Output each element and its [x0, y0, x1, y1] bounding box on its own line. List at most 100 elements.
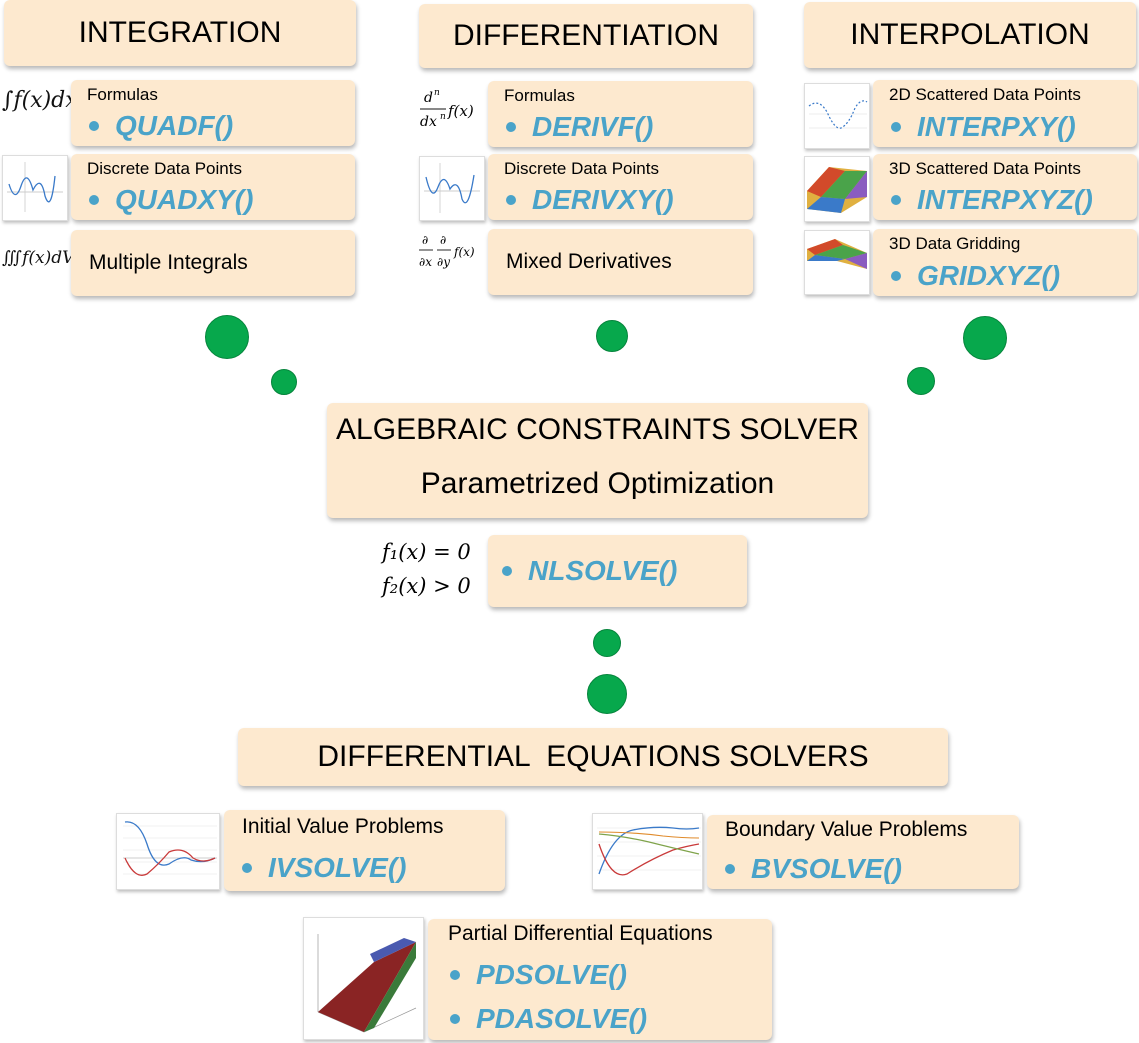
bullet-icon [891, 122, 901, 132]
svg-text:f(x): f(x) [453, 245, 475, 259]
ivsolve-function[interactable]: IVSOLVE() [242, 852, 406, 884]
differentiation-discrete-box[interactable]: Discrete Data Points DERIVXY() [488, 154, 753, 220]
ivp-chart-thumbnail [116, 813, 220, 890]
interpolation-scatter3d-label: 3D Scattered Data Points [889, 159, 1081, 178]
bvsolve-function[interactable]: BVSOLVE() [725, 853, 902, 885]
gridxyz-label: GRIDXYZ() [917, 260, 1061, 291]
connector-dot-right-small [907, 367, 935, 395]
connector-dot-left-large [205, 315, 249, 359]
differentiation-formulas-label: Formulas [504, 86, 575, 105]
bvp-chart-thumbnail [592, 813, 703, 890]
bullet-icon [506, 195, 516, 205]
gridxyz-function[interactable]: GRIDXYZ() [891, 260, 1060, 292]
derivxy-label: DERIVXY() [532, 184, 674, 215]
differentiation-mixed-box[interactable]: Mixed Derivatives [488, 229, 753, 295]
quadf-function[interactable]: QUADF() [89, 110, 233, 142]
quadf-label: QUADF() [115, 110, 234, 141]
integration-discrete-chart-thumbnail [2, 155, 68, 221]
ivp-box[interactable]: Initial Value Problems IVSOLVE() [224, 810, 505, 891]
bullet-icon [242, 863, 252, 873]
bullet-icon [89, 195, 99, 205]
bullet-icon [450, 970, 460, 980]
ivsolve-label: IVSOLVE() [268, 852, 407, 883]
integration-multiple-box[interactable]: Multiple Integrals [71, 230, 355, 296]
bullet-icon [450, 1014, 460, 1024]
mixed-derivative-formula-icon: ∂ ∂x ∂ ∂y f(x) [418, 228, 484, 288]
differentiation-discrete-label: Discrete Data Points [504, 159, 659, 178]
integration-discrete-label: Discrete Data Points [87, 159, 242, 178]
pdsolve-label: PDSOLVE() [476, 959, 627, 990]
differentiation-header: DIFFERENTIATION [419, 4, 753, 68]
differentiation-formulas-box[interactable]: Formulas DERIVF() [488, 81, 753, 147]
interpxy-label: INTERPXY() [917, 111, 1076, 142]
differentiation-discrete-chart-thumbnail [419, 156, 485, 221]
interpxyz-function[interactable]: INTERPXYZ() [891, 184, 1093, 216]
nlsolve-box[interactable]: NLSOLVE() [488, 535, 747, 607]
connector-dot-mid-small [593, 629, 621, 657]
interpolation-scatter3d-box[interactable]: 3D Scattered Data Points INTERPXYZ() [873, 154, 1137, 220]
pdsolve-function[interactable]: PDSOLVE() [450, 959, 627, 991]
constraint-equality: f₁(x) = 0 [382, 540, 471, 564]
bullet-icon [89, 121, 99, 131]
svg-text:∂y: ∂y [437, 255, 450, 269]
quadxy-function[interactable]: QUADXY() [89, 184, 253, 216]
algebraic-solver-header: ALGEBRAIC CONSTRAINTS SOLVER Parametrize… [327, 403, 868, 518]
integral-formula-icon: ∫f(x)dx [2, 88, 78, 113]
svg-text:d: d [424, 90, 433, 106]
integration-header: INTEGRATION [4, 0, 356, 66]
svg-text:f(x): f(x) [447, 102, 474, 120]
interpolation-header: INTERPOLATION [804, 2, 1136, 68]
interpolation-scatter2d-box[interactable]: 2D Scattered Data Points INTERPXY() [873, 80, 1137, 147]
svg-text:∂x: ∂x [419, 255, 432, 269]
integration-discrete-box[interactable]: Discrete Data Points QUADXY() [71, 154, 355, 220]
differentiation-mixed-label: Mixed Derivatives [506, 250, 672, 273]
derivf-function[interactable]: DERIVF() [506, 111, 653, 143]
derivf-label: DERIVF() [532, 111, 654, 142]
svg-text:∂: ∂ [440, 233, 446, 247]
bvp-box[interactable]: Boundary Value Problems BVSOLVE() [707, 815, 1019, 889]
interpolation-gridding-label: 3D Data Gridding [889, 234, 1021, 253]
interpolation-title: INTERPOLATION [850, 18, 1090, 51]
svg-text:n: n [440, 112, 446, 122]
svg-text:∂: ∂ [422, 233, 428, 247]
differential-solvers-header: DIFFERENTIAL EQUATIONS SOLVERS [238, 728, 948, 786]
multiple-integral-formula-icon: ∭f(x)dV [2, 248, 75, 268]
pdasolve-label: PDASOLVE() [476, 1003, 648, 1034]
nlsolve-label: NLSOLVE() [528, 555, 678, 586]
interpolation-gridding-box[interactable]: 3D Data Gridding GRIDXYZ() [873, 229, 1137, 296]
quadxy-label: QUADXY() [115, 184, 254, 215]
pdasolve-function[interactable]: PDASOLVE() [450, 1003, 647, 1035]
constraint-inequality: f₂(x) > 0 [382, 574, 471, 598]
connector-dot-left-small [271, 369, 297, 395]
algebraic-solver-subtitle: Parametrized Optimization [420, 467, 775, 500]
scatter3d-surface-thumbnail [804, 156, 870, 222]
integration-formulas-box[interactable]: Formulas QUADF() [71, 80, 355, 146]
scatter2d-chart-thumbnail [804, 83, 870, 149]
bvsolve-label: BVSOLVE() [751, 853, 902, 884]
interpolation-scatter2d-label: 2D Scattered Data Points [889, 85, 1081, 104]
nlsolve-function[interactable]: NLSOLVE() [502, 555, 677, 587]
ivp-label: Initial Value Problems [242, 815, 444, 838]
pde-surface-thumbnail [303, 917, 424, 1040]
constraint-formulas: f₁(x) = 0 f₂(x) > 0 [382, 535, 471, 603]
integration-formulas-label: Formulas [87, 85, 158, 104]
nth-derivative-formula-icon: d n dx n f(x) [418, 84, 484, 144]
interpxy-function[interactable]: INTERPXY() [891, 111, 1076, 143]
derivxy-function[interactable]: DERIVXY() [506, 184, 674, 216]
connector-dot-right-large [963, 316, 1007, 360]
pde-box[interactable]: Partial Differential Equations PDSOLVE()… [428, 919, 772, 1040]
connector-dot-center-small [596, 320, 628, 352]
svg-text:n: n [434, 88, 440, 98]
bullet-icon [891, 195, 901, 205]
algebraic-solver-title: ALGEBRAIC CONSTRAINTS SOLVER [336, 413, 859, 446]
differentiation-title: DIFFERENTIATION [452, 19, 720, 52]
interpxyz-label: INTERPXYZ() [917, 184, 1093, 215]
bvp-label: Boundary Value Problems [725, 818, 968, 841]
connector-dot-mid-large [587, 674, 627, 714]
svg-text:dx: dx [420, 114, 437, 130]
pde-label: Partial Differential Equations [448, 922, 713, 945]
bullet-icon [891, 271, 901, 281]
bullet-icon [725, 864, 735, 874]
integration-title: INTEGRATION [78, 16, 282, 49]
integration-multiple-label: Multiple Integrals [89, 251, 248, 274]
